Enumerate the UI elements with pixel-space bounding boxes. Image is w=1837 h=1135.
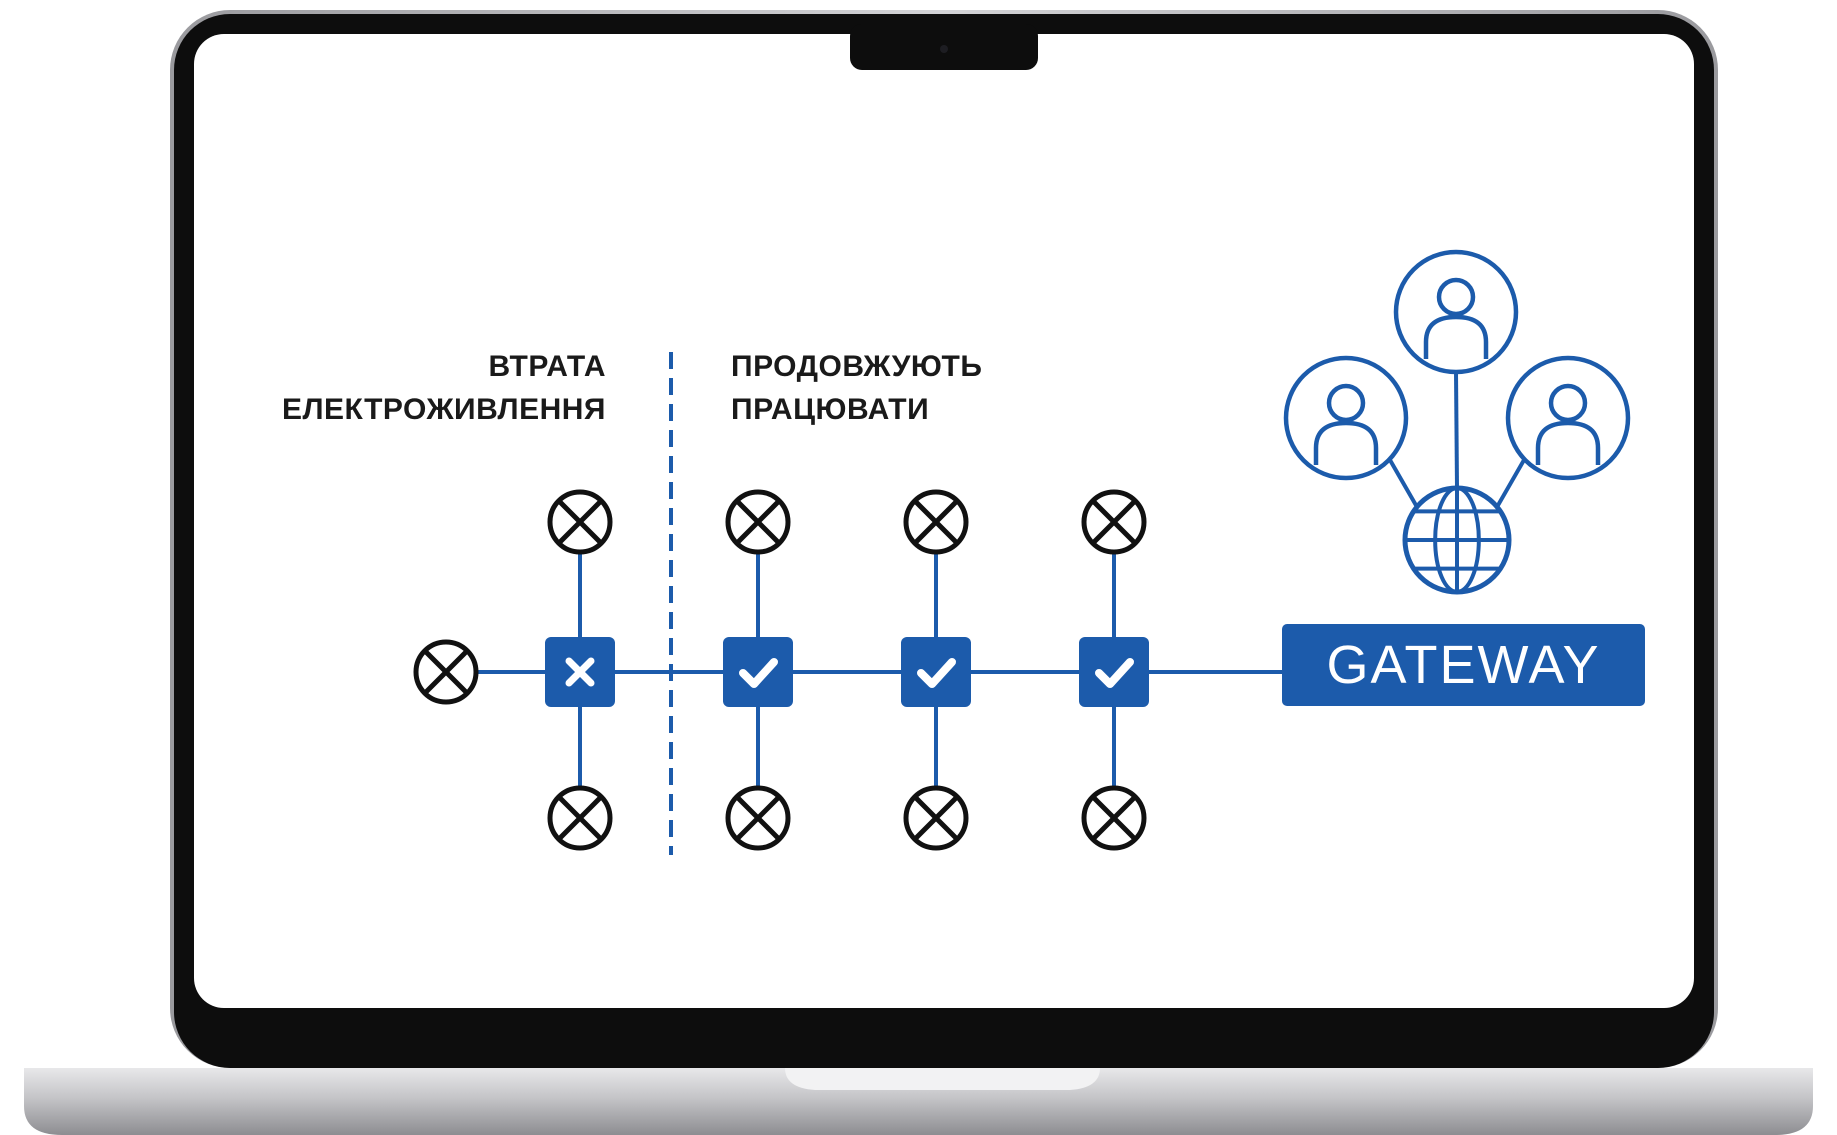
lamp-symbol-icon [547, 489, 613, 555]
check-icon [1095, 658, 1134, 688]
network-link [1495, 459, 1526, 508]
lamp-symbol-icon [413, 639, 479, 705]
trackpad-notch [785, 1068, 1100, 1090]
lamp-symbol-icon [1081, 785, 1147, 851]
lamp-symbol-icon [903, 785, 969, 851]
node-box [723, 637, 793, 707]
user-icon [1393, 249, 1519, 375]
lamp-symbol-icon [547, 785, 613, 851]
power-loss-line-2: ЕЛЕКТРОЖИВЛЕННЯ [281, 393, 606, 426]
globe-icon [1402, 485, 1512, 595]
diagram [413, 249, 1631, 855]
power-loss-line-1: ВТРАТА [488, 350, 606, 383]
lamp-symbol-icon [1081, 489, 1147, 555]
network-link [1454, 371, 1459, 489]
check-icon [917, 658, 956, 688]
continue-working-line-1: ПРОДОВЖУЮТЬ [731, 350, 983, 383]
power-loss-label: ВТРАТА ЕЛЕКТРОЖИВЛЕННЯ [282, 345, 606, 431]
lamp-symbol-icon [903, 489, 969, 555]
laptop-base [24, 1068, 1813, 1135]
check-icon [739, 658, 778, 688]
continue-working-label: ПРОДОВЖУЮТЬ ПРАЦЮВАТИ [731, 345, 982, 431]
node-box [1079, 637, 1149, 707]
network-link [1388, 459, 1419, 508]
cross-icon [565, 657, 595, 687]
user-icon [1283, 355, 1409, 481]
node-box [901, 637, 971, 707]
camera-icon [940, 45, 948, 53]
lamp-symbol-icon [725, 489, 791, 555]
gateway-badge: GATEWAY [1282, 624, 1645, 706]
lamp-symbol-icon [725, 785, 791, 851]
user-icon [1505, 355, 1631, 481]
continue-working-line-2: ПРАЦЮВАТИ [731, 393, 930, 426]
